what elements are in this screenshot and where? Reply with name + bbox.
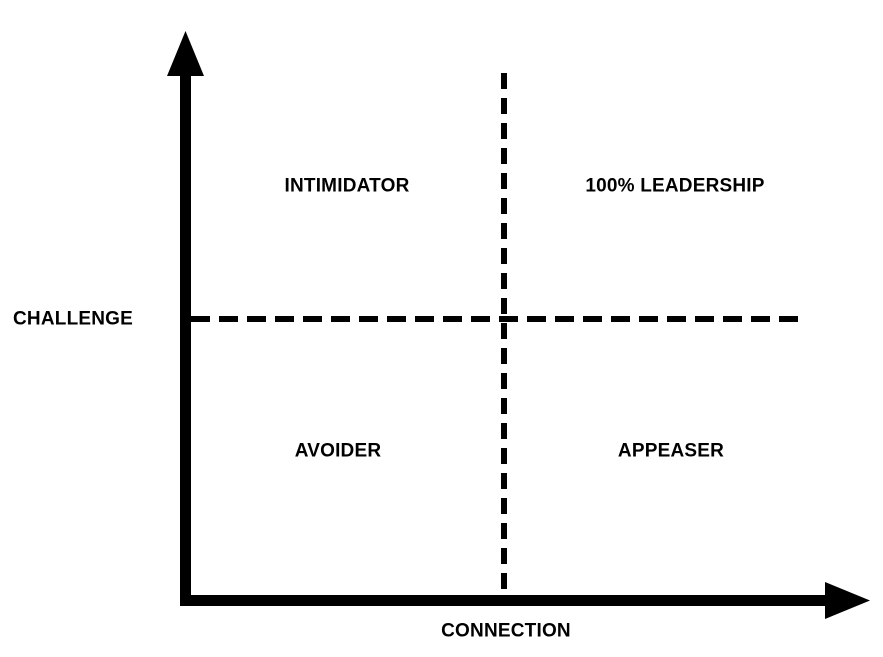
horizontal-axis — [180, 582, 870, 619]
quadrant-label-appeaser: APPEASER — [617, 440, 725, 462]
quadrant-label-intimidator: INTIMIDATOR — [284, 175, 410, 197]
axis-label-challenge: CHALLENGE — [13, 308, 134, 330]
horizontal-axis-shaft — [180, 595, 828, 606]
quadrant-label-avoider: AVOIDER — [294, 440, 382, 462]
quadrant-label-100-percent-leadership: 100% LEADERSHIP — [585, 175, 765, 197]
vertical-axis — [167, 31, 204, 606]
right-arrow-icon — [825, 582, 870, 619]
vertical-axis-shaft — [180, 62, 191, 606]
up-arrow-icon — [167, 31, 204, 76]
axis-label-connection: CONNECTION — [441, 620, 571, 642]
